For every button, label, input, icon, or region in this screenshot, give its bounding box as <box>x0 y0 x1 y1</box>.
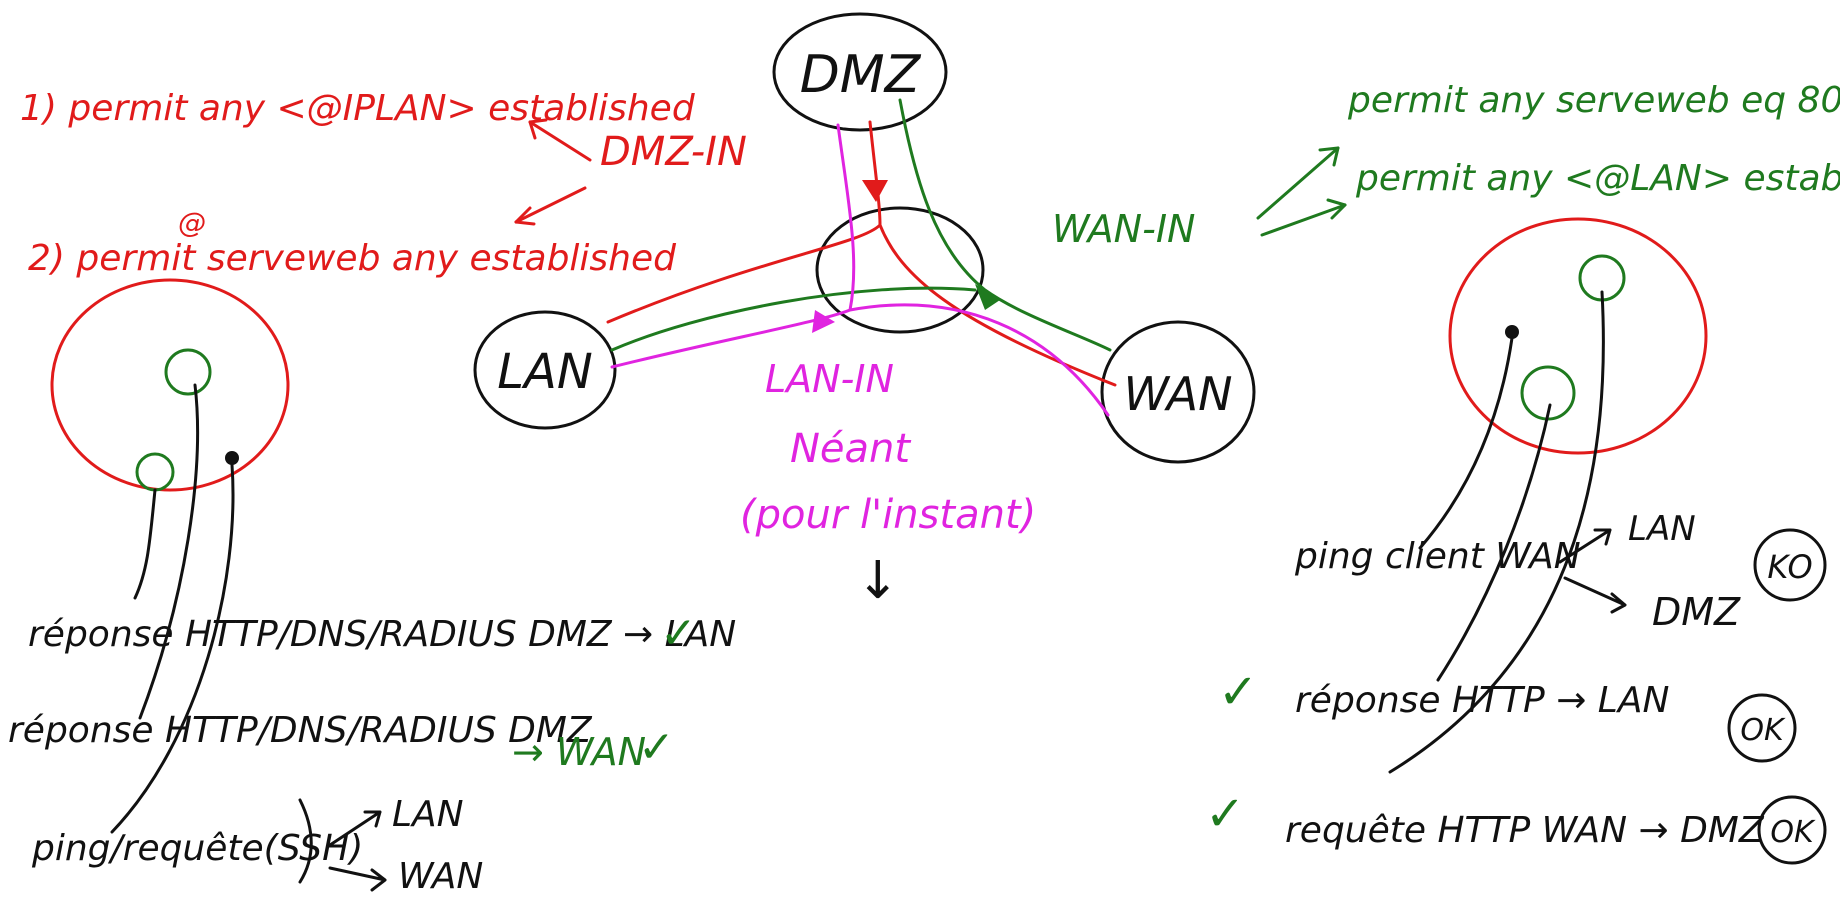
right-case-1-arrow-1 <box>1558 528 1612 564</box>
lan-node <box>473 310 617 430</box>
left-case-3-arrow-2 <box>328 866 387 892</box>
dmz-node <box>772 12 948 132</box>
left-case-1-text: réponse HTTP/DNS/RADIUS DMZ → LAN <box>28 614 736 655</box>
right-circle <box>1448 217 1708 455</box>
dmz-in-label: DMZ-IN <box>600 129 747 175</box>
dmz-node-label: DMZ <box>800 45 922 105</box>
left-circle-black-dot <box>225 451 239 465</box>
lan-in-rules: LAN-IN Néant (pour l'instant) ↓ <box>740 357 1036 611</box>
right-case-3-verdict-circle <box>1757 795 1827 865</box>
wan-in-arrow-to-rule-2 <box>1260 203 1347 237</box>
lan-in-note-2: (pour l'instant) <box>740 492 1036 538</box>
left-case-3-bracket <box>298 798 313 884</box>
right-case-1-arrow-2 <box>1563 576 1627 614</box>
right-case-2-text: réponse HTTP → LAN <box>1295 680 1669 721</box>
dmz-in-arrow-to-rule-1 <box>528 120 592 162</box>
dmz-in-arrow-to-rule-2-head <box>514 206 536 226</box>
left-circle-green-dot-top <box>164 348 212 396</box>
magenta-flow-arrowhead <box>812 310 835 333</box>
right-case-2-verdict-circle <box>1727 693 1797 763</box>
magenta-flow-lan-wan <box>848 303 1110 417</box>
lan-in-arrow: ↓ <box>856 551 900 611</box>
left-case-3-text: ping/requête(SSH) <box>31 828 363 869</box>
dmz-in-rule-2-at: @ <box>178 206 206 239</box>
left-case-2-target: → WAN <box>512 730 646 774</box>
right-case-3-verdict: OK <box>1770 815 1816 850</box>
red-flow-dmz-wan <box>878 223 1117 387</box>
right-link-1 <box>1418 336 1514 550</box>
left-case-3-branch-2: WAN <box>398 856 483 897</box>
right-case-2-check: ✓ <box>1218 664 1258 720</box>
left-case-2-text: réponse HTTP/DNS/RADIUS DMZ <box>8 710 593 751</box>
router-node <box>815 206 985 334</box>
left-link-1 <box>133 488 157 600</box>
wan-in-arrow-to-rule-2-head <box>1326 198 1347 220</box>
left-case-3-arrow-1 <box>328 810 382 847</box>
wan-node-label: WAN <box>1123 367 1232 421</box>
wan-node <box>1100 320 1256 464</box>
wan-in-rule-2: permit any <@LAN> established <box>1355 158 1840 199</box>
right-case-1-branch-1: LAN <box>1628 509 1696 549</box>
right-case-1-verdict-circle <box>1753 528 1827 602</box>
left-case-3-branch-1: LAN <box>392 794 464 835</box>
green-flow-arrowhead <box>975 284 1000 310</box>
left-case-1-check: ✓ <box>660 608 697 659</box>
lan-in-note-1: Néant <box>790 426 911 472</box>
right-case-1-verdict: KO <box>1767 548 1812 586</box>
right-link-2 <box>1436 403 1552 682</box>
topology: DMZ LAN WAN <box>473 12 1256 464</box>
left-cases: réponse HTTP/DNS/RADIUS DMZ → LAN ✓ répo… <box>8 608 736 897</box>
green-flow-dmz-wan <box>898 98 1112 352</box>
left-circle <box>50 278 290 492</box>
right-case-3-text: requête HTTP WAN → DMZ <box>1285 810 1765 851</box>
right-link-3 <box>1388 290 1605 774</box>
dmz-in-arrow-to-rule-1-head <box>528 118 548 140</box>
left-circle-group <box>50 278 290 834</box>
left-case-2-check: ✓ <box>638 722 675 773</box>
right-cases: ping client WAN LAN DMZ KO ✓ réponse HTT… <box>1205 509 1827 865</box>
red-flow-dmz-lan <box>606 120 882 324</box>
wan-in-arrow-to-rule-1-head <box>1318 146 1340 167</box>
wan-in-rules: permit any serveweb eq 80 permit any <@L… <box>1052 80 1840 251</box>
right-case-3-check: ✓ <box>1205 786 1245 842</box>
dmz-in-rule-2: 2) permit serveweb any established <box>28 238 677 279</box>
left-circle-green-dot-mid <box>135 452 175 492</box>
dmz-in-arrow-to-rule-2 <box>514 186 587 224</box>
green-flow-lan-wan <box>610 286 977 352</box>
wan-in-label: WAN-IN <box>1052 207 1195 251</box>
left-link-3 <box>110 463 235 834</box>
right-case-1-branch-2: DMZ <box>1652 590 1741 634</box>
right-case-2-verdict: OK <box>1740 713 1786 748</box>
dmz-in-rules: 1) permit any <@IPLAN> established @ 2) … <box>20 88 747 279</box>
wan-in-rule-1: permit any serveweb eq 80 <box>1347 80 1840 121</box>
right-circle-black-dot <box>1505 325 1519 339</box>
right-case-1-text: ping client WAN <box>1294 536 1581 577</box>
right-circle-group <box>1388 217 1708 774</box>
dmz-in-rule-1: 1) permit any <@IPLAN> established <box>20 88 696 129</box>
left-link-2 <box>138 383 200 720</box>
lan-in-label: LAN-IN <box>765 357 894 401</box>
lan-node-label: LAN <box>497 344 592 400</box>
red-flow-arrowhead <box>862 180 888 202</box>
wan-in-arrow-to-rule-1 <box>1256 146 1340 220</box>
